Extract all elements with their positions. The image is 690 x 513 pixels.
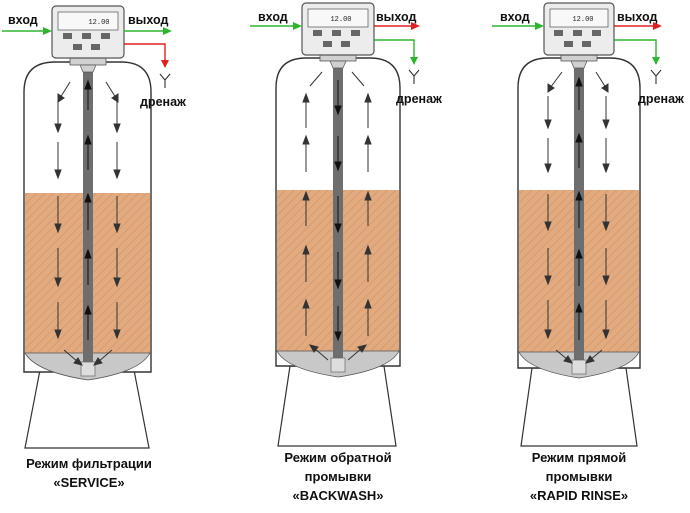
outlet-label: выход [617,10,657,24]
drain-funnel-icon [650,69,662,84]
drain-funnel-icon [408,69,420,84]
top-distributor [570,60,588,69]
caption-line: промывки [545,469,613,484]
tank-service: 12.00 вход выход дренаж [2,5,186,449]
display-value: 12.00 [330,16,351,24]
drain-arrow [374,39,415,58]
caption-line: Режим фильтрации [26,456,152,471]
tube-flow-arrows [84,79,92,340]
flow-arrows [54,81,121,366]
flow-arrows [302,71,372,361]
caption-line: Режим прямой [531,450,627,465]
tank-backwash: 12.00 вход выход дренаж [250,2,442,447]
valve-button[interactable] [63,33,72,39]
outlet-label: выход [128,13,168,27]
top-distributor [79,64,97,73]
valve-button[interactable] [91,44,100,50]
valve-button[interactable] [82,33,91,39]
bottom-screen [330,357,346,373]
valve-button[interactable] [73,44,82,50]
inlet-arrowhead [293,22,302,30]
drain-arrowhead [652,57,660,65]
display-value: 12.00 [88,19,109,27]
drain-arrowhead [161,60,169,68]
drain-label: дренаж [638,92,684,106]
caption-service: Режим фильтрации «SERVICE» [7,454,171,492]
tank-stand [277,365,397,447]
valve-button[interactable] [323,41,332,47]
outlet-arrowhead [163,27,172,35]
caption-line: «SERVICE» [53,475,125,490]
caption-line: промывки [304,469,372,484]
tank-top-cap [69,57,107,66]
valve-button[interactable] [582,41,591,47]
valve-button[interactable] [101,33,110,39]
inlet-label: вход [500,10,530,24]
tank-stand [24,369,150,449]
outlet-arrowhead [653,22,662,30]
flow-arrows [544,71,610,364]
inlet-label: вход [8,13,38,27]
valve-button[interactable] [573,30,582,36]
tube-flow-arrows [334,80,342,342]
inlet-label: вход [258,10,288,24]
drain-arrow [124,43,166,61]
caption-line: Режим обратной [284,450,392,465]
outlet-label: выход [376,10,416,24]
valve-button[interactable] [351,30,360,36]
tank-rapid-rinse: 12.00 вход выход дренаж [492,2,684,447]
valve-display [549,8,609,28]
caption-line: «RAPID RINSE» [529,488,629,503]
bottom-screen [571,359,587,375]
valve-button[interactable] [332,30,341,36]
outlet-arrowhead [411,22,420,30]
inlet-arrowhead [43,27,52,35]
inlet-arrowhead [535,22,544,30]
tube-flow-arrows [575,76,583,340]
caption-backwash: Режим обратной промывки «BACKWASH» [256,448,420,505]
caption-line: «BACKWASH» [292,488,384,503]
drain-arrow [614,39,657,58]
display-value: 12.00 [572,16,593,24]
drain-arrowhead [410,57,418,65]
valve-button[interactable] [592,30,601,36]
drain-label: дренаж [140,95,186,109]
drain-funnel-icon [159,73,171,88]
bottom-screen [80,361,96,377]
tank-stand [520,367,638,447]
top-distributor [329,60,347,69]
valve-button[interactable] [313,30,322,36]
valve-button[interactable] [564,41,573,47]
valve-button[interactable] [554,30,563,36]
valve-display [307,8,369,28]
caption-rapid-rinse: Режим прямой промывки «RAPID RINSE» [497,448,661,505]
drain-label: дренаж [396,92,442,106]
valve-button[interactable] [341,41,350,47]
valve-display [57,11,119,31]
